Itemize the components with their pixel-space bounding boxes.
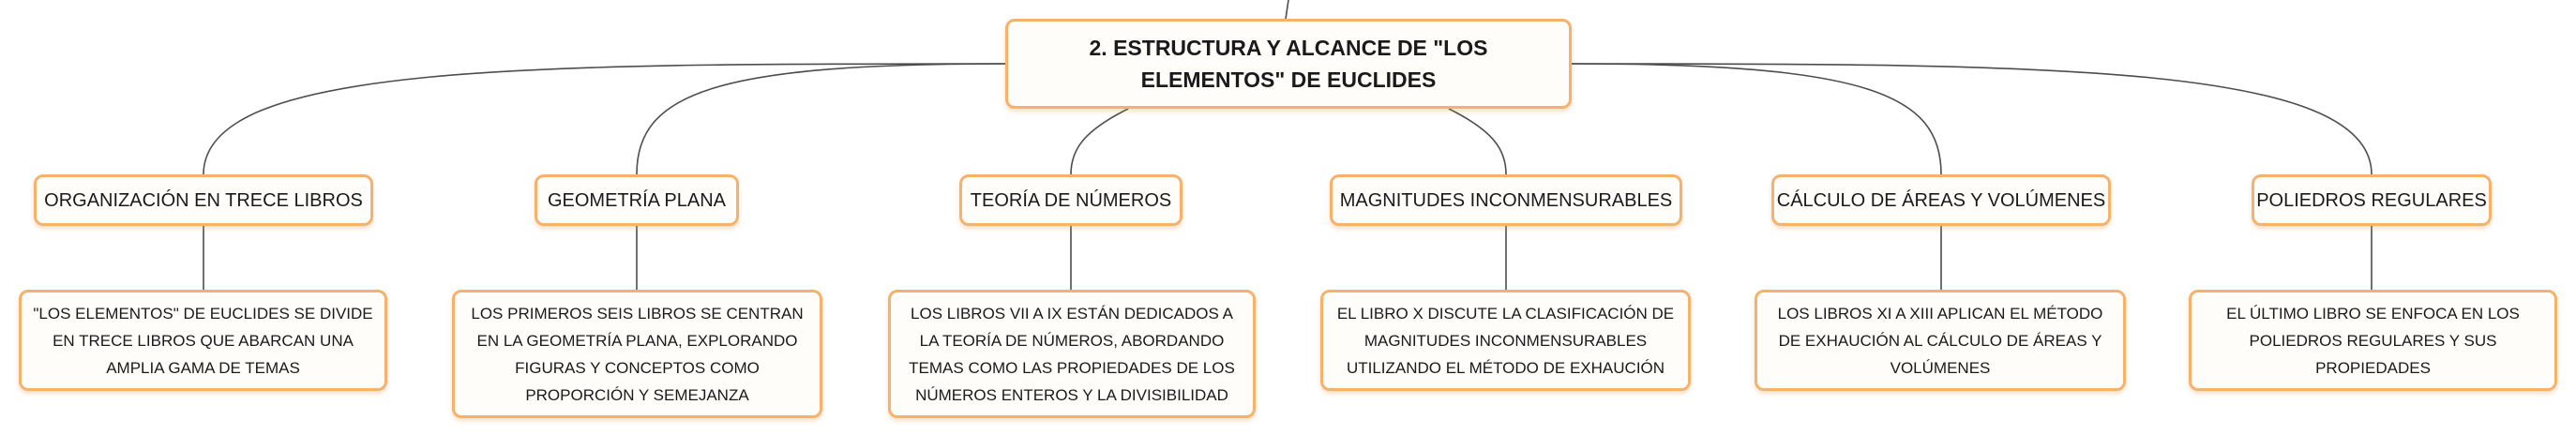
connector-root-to-topic-4 [1571,63,1942,175]
connector-parent [1285,0,1289,20]
topic-label: MAGNITUDES INCONMENSURABLES [1339,189,1673,211]
detail-text: LOS LIBROS VII A IX ESTÁN DEDICADOS A LA… [909,304,1235,404]
topic-label: POLIEDROS REGULARES [2256,189,2487,211]
topic-poliedros-regulares[interactable]: POLIEDROS REGULARES [2252,174,2492,226]
detail-text: EL LIBRO X DISCUTE LA CLASIFICACIÓN DE M… [1336,304,1675,377]
connector-root-to-topic-1 [636,63,1006,175]
connector-root-to-topic-0 [203,63,1006,175]
topic-geometria-plana[interactable]: GEOMETRÍA PLANA [535,174,739,226]
root-topic[interactable]: 2. ESTRUCTURA Y ALCANCE DE "LOS ELEMENTO… [1005,19,1572,109]
detail-text: LOS LIBROS XI A XIII APLICAN EL MÉTODO D… [1777,304,2103,377]
topic-label: CÁLCULO DE ÁREAS Y VOLÚMENES [1776,189,2106,211]
topic-label: GEOMETRÍA PLANA [547,189,727,211]
detail-text: LOS PRIMEROS SEIS LIBROS SE CENTRAN EN L… [471,304,804,404]
detail-poliedros-regulares[interactable]: EL ÚLTIMO LIBRO SE ENFOCA EN LOS POLIEDR… [2189,290,2557,391]
topic-label: ORGANIZACIÓN EN TRECE LIBROS [44,189,363,211]
connector-root-to-topic-5 [1571,63,2373,175]
detail-magnitudes-inconmensurables[interactable]: EL LIBRO X DISCUTE LA CLASIFICACIÓN DE M… [1320,290,1691,391]
root-topic-title: 2. ESTRUCTURA Y ALCANCE DE "LOS ELEMENTO… [1089,36,1488,92]
connector-root-to-topic-3 [1448,108,1507,175]
detail-geometria-plana[interactable]: LOS PRIMEROS SEIS LIBROS SE CENTRAN EN L… [452,290,822,418]
detail-teoria-de-numeros[interactable]: LOS LIBROS VII A IX ESTÁN DEDICADOS A LA… [888,290,1256,418]
topic-teoria-de-numeros[interactable]: TEORÍA DE NÚMEROS [959,174,1183,226]
detail-calculo-areas-volumenes[interactable]: LOS LIBROS XI A XIII APLICAN EL MÉTODO D… [1755,290,2126,391]
topic-calculo-areas-volumenes[interactable]: CÁLCULO DE ÁREAS Y VOLÚMENES [1771,174,2111,226]
detail-organizacion-trece-libros[interactable]: "LOS ELEMENTOS" DE EUCLIDES SE DIVIDE EN… [19,290,387,391]
detail-text: EL ÚLTIMO LIBRO SE ENFOCA EN LOS POLIEDR… [2226,304,2520,377]
connector-root-to-topic-2 [1070,108,1129,175]
topic-magnitudes-inconmensurables[interactable]: MAGNITUDES INCONMENSURABLES [1330,174,1682,226]
detail-text: "LOS ELEMENTOS" DE EUCLIDES SE DIVIDE EN… [33,304,373,377]
topic-organizacion-trece-libros[interactable]: ORGANIZACIÓN EN TRECE LIBROS [34,174,373,226]
topic-label: TEORÍA DE NÚMEROS [970,189,1172,211]
